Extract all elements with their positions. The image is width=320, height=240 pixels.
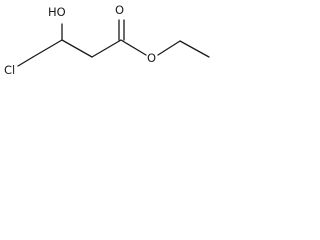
bond-c1-c2 (32, 39, 63, 58)
structural-formula: Cl HO O O (4, 3, 210, 77)
carbonyl-oxygen-label: O (115, 3, 124, 17)
bond-c3-c4 (91, 39, 122, 58)
bond-o-ester-c5 (157, 40, 181, 56)
bonds (17, 19, 210, 67)
ester-oxygen-label: O (147, 51, 156, 65)
bond-c4-o-ester (120, 39, 147, 56)
chlorine-atom-label: Cl (4, 63, 15, 77)
hydroxyl-group-label: HO (48, 5, 66, 19)
bond-c5-c6 (179, 40, 210, 58)
atom-labels: Cl HO O O (4, 3, 156, 77)
bond-cl-c1 (17, 56, 34, 67)
bond-c2-c3 (61, 39, 93, 58)
